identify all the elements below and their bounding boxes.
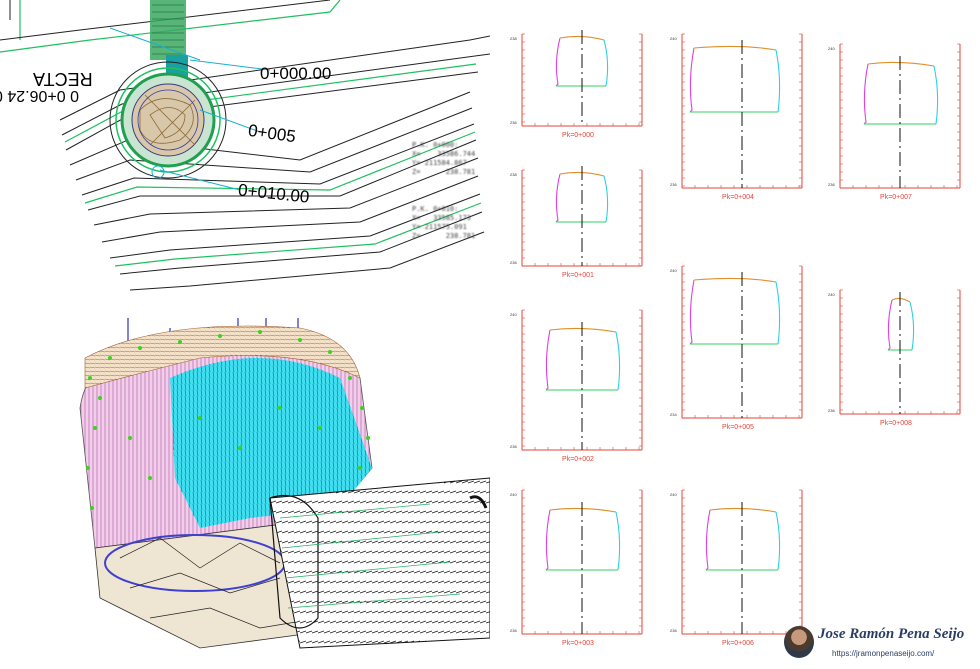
crown-profile — [891, 297, 911, 303]
section-label: Pk=0+003 — [562, 640, 594, 647]
left-wall-profile — [689, 47, 695, 113]
left-wall-profile — [555, 37, 561, 87]
cross-section-drawing — [681, 265, 803, 419]
left-wall-profile — [863, 63, 869, 125]
section-label: Pk=0+007 — [880, 194, 912, 201]
section-label: Pk=0+001 — [562, 272, 594, 279]
y-tick-label: 236 — [510, 260, 517, 265]
y-tick-label: 236 — [828, 408, 835, 413]
crown-profile — [693, 45, 777, 51]
cross-section-drawing — [681, 489, 803, 635]
y-tick-label: 234 — [670, 412, 677, 417]
cross-section-drawing — [681, 33, 803, 189]
right-wall-profile — [603, 39, 609, 87]
model-3d-drawing — [79, 318, 490, 649]
y-tick-label: 236 — [670, 628, 677, 633]
crown-profile — [867, 61, 935, 67]
section-label: Pk=0+000 — [562, 132, 594, 139]
y-tick-label: 240 — [828, 292, 835, 297]
right-wall-profile — [615, 331, 621, 391]
section-label: Pk=0+004 — [722, 194, 754, 201]
right-wall-profile — [933, 65, 939, 125]
left-wall-profile — [705, 509, 711, 571]
station-label-0: 0+000.00 — [260, 64, 332, 83]
right-wall-profile — [615, 511, 621, 571]
crown-profile — [549, 327, 617, 333]
crown-profile — [693, 277, 777, 283]
right-wall-profile — [603, 175, 609, 223]
author-credit: Jose Ramón Pena Seijo https://jramonpena… — [780, 624, 975, 664]
coordinate-block-2: P.K. 0+010: X= 33585.173 Y= 211575.091 Z… — [412, 205, 476, 240]
right-wall-profile — [909, 301, 915, 351]
plan-drawing — [0, 0, 490, 291]
author-name: Jose Ramón Pena Seijo — [818, 626, 965, 642]
crown-profile — [709, 507, 777, 513]
cross-section-drawing — [521, 30, 643, 127]
left-wall-profile — [545, 509, 551, 571]
y-tick-label: 236 — [510, 628, 517, 633]
author-avatar — [784, 626, 814, 658]
y-tick-label: 240 — [510, 312, 517, 317]
y-tick-label: 236 — [828, 182, 835, 187]
section-label: Pk=0+005 — [722, 424, 754, 431]
model-3d-view — [0, 318, 490, 658]
y-tick-label: 240 — [670, 492, 677, 497]
section-label: Pk=0+002 — [562, 456, 594, 463]
plan-view: RECTA 0 0+06.24 0 0+000.00 0+005 0+010.0… — [0, 0, 490, 300]
crown-profile — [549, 507, 617, 513]
y-tick-label: 240 — [510, 492, 517, 497]
y-tick-label: 240 — [670, 268, 677, 273]
road-distance-label: 0 0+06.24 0 — [0, 87, 79, 104]
section-label: Pk=0+006 — [722, 640, 754, 647]
y-tick-label: 236 — [510, 444, 517, 449]
right-wall-profile — [775, 281, 781, 345]
left-wall-profile — [689, 279, 695, 345]
y-tick-label: 238 — [510, 36, 517, 41]
cross-section-drawing — [839, 43, 961, 189]
left-wall-profile — [555, 173, 561, 223]
y-tick-label: 236 — [510, 120, 517, 125]
y-tick-label: 240 — [670, 36, 677, 41]
section-label: Pk=0+008 — [880, 420, 912, 427]
y-tick-label: 236 — [670, 182, 677, 187]
y-tick-label: 240 — [828, 46, 835, 51]
author-url[interactable]: https://jramonpenaseijo.com/ — [832, 649, 935, 658]
cross-section-drawing — [839, 289, 961, 415]
coordinate-block-1: P.K. 0+000: X= 33586.744 Y= 211584.867 Z… — [412, 141, 476, 176]
cross-section-drawing — [521, 166, 643, 267]
right-wall-profile — [775, 511, 781, 571]
cross-section-drawing — [521, 309, 643, 451]
right-wall-profile — [775, 49, 781, 113]
y-tick-label: 238 — [510, 172, 517, 177]
left-wall-profile — [545, 329, 551, 391]
left-wall-profile — [887, 299, 893, 351]
cross-section-drawing — [521, 489, 643, 635]
